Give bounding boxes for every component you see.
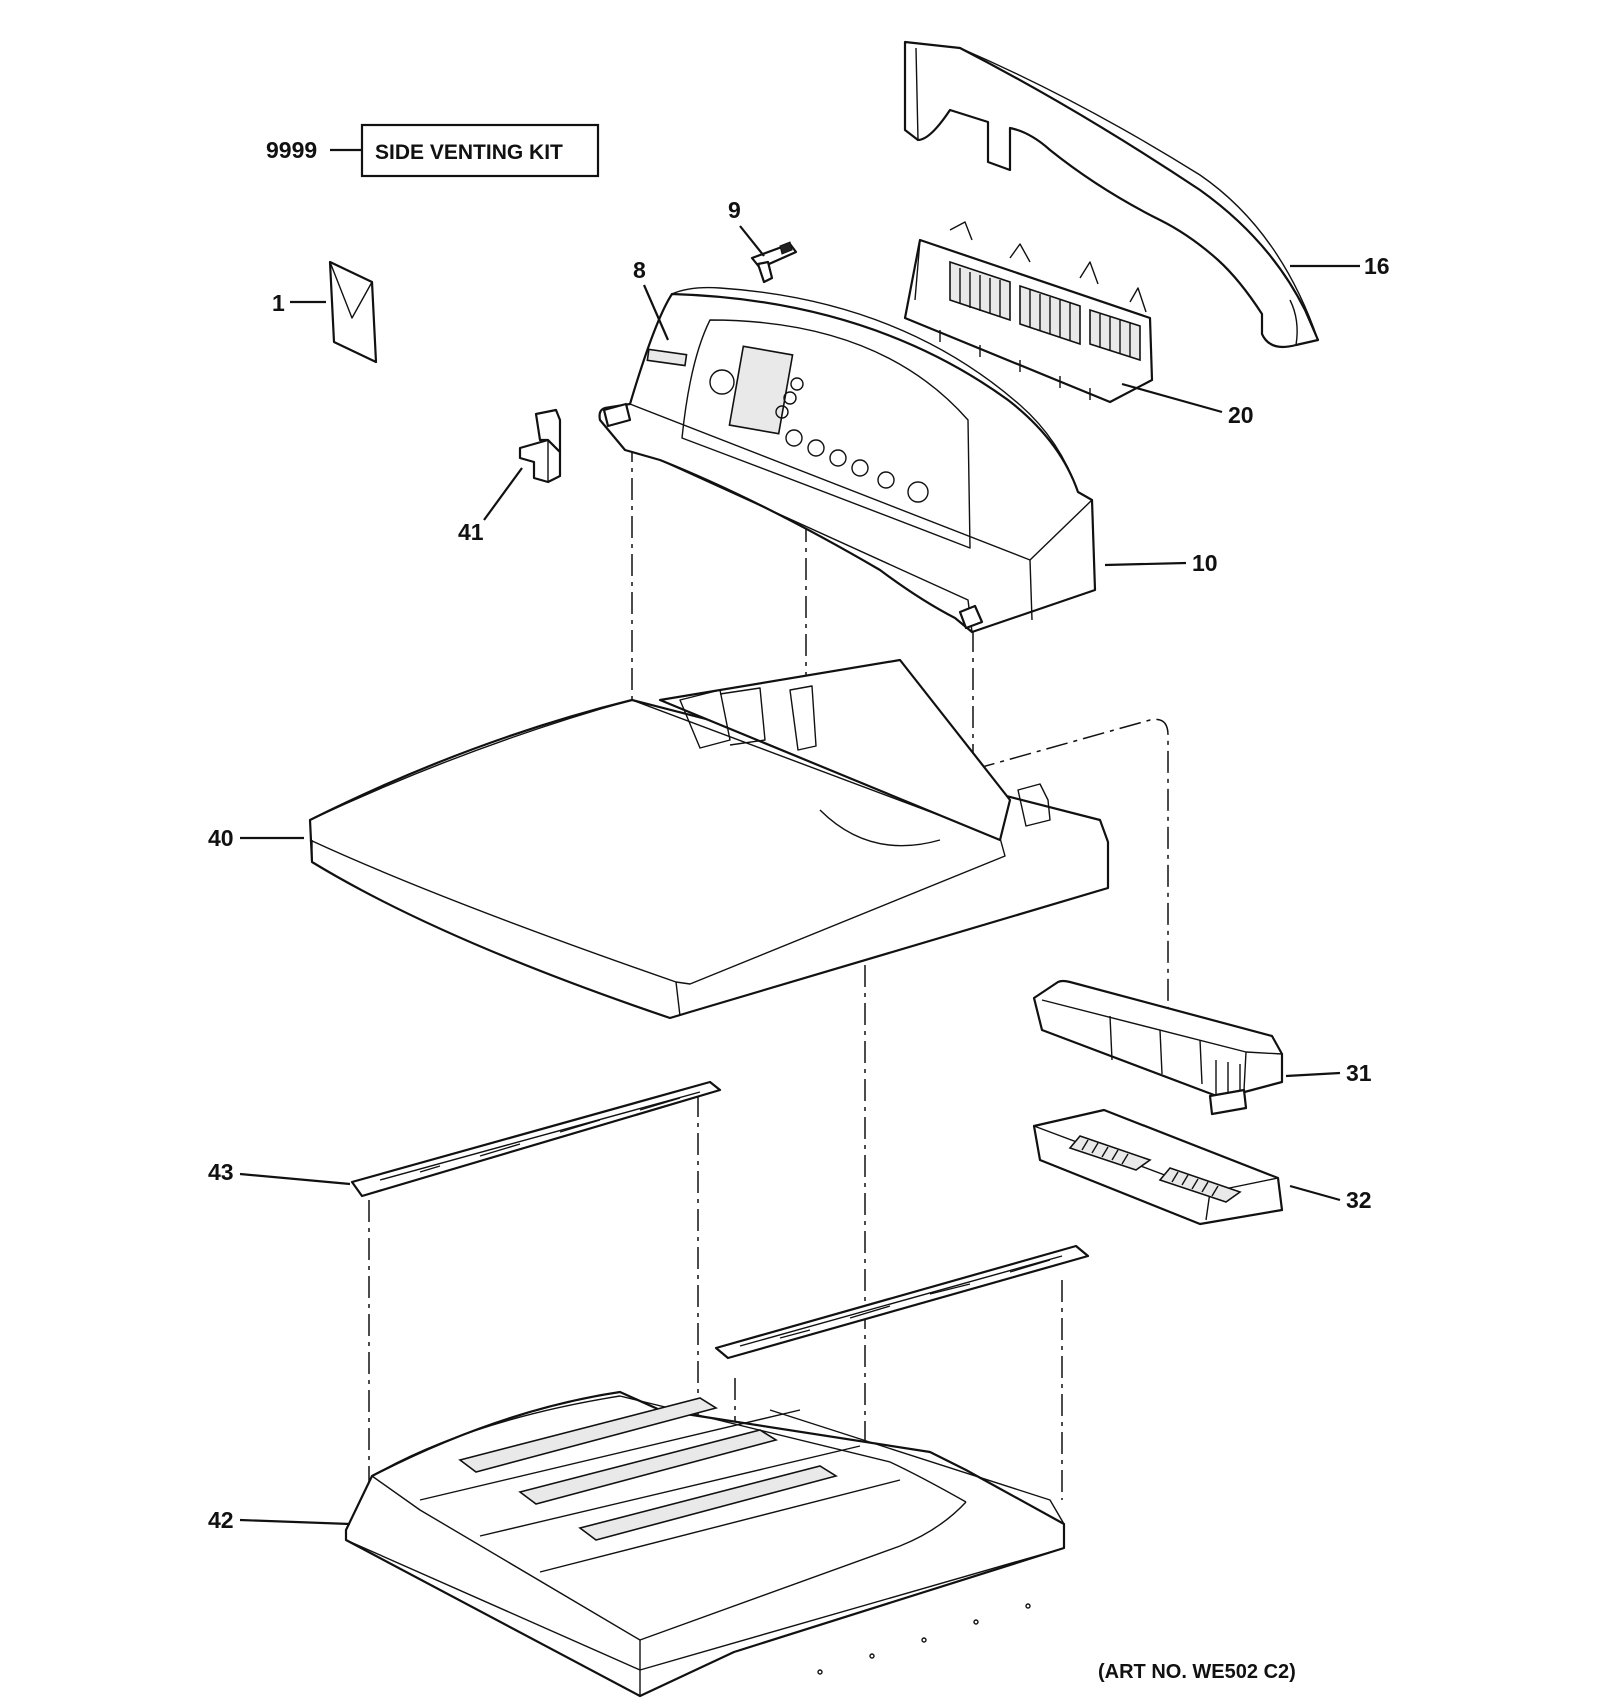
part-31-module: 31 <box>1032 979 1372 1116</box>
callout-8: 8 <box>633 257 646 283</box>
kit-number: 9999 <box>266 137 317 163</box>
part-1-envelope: 1 <box>272 260 378 364</box>
callout-9: 9 <box>728 197 741 223</box>
kit-label: SIDE VENTING KIT <box>375 141 563 164</box>
part-10-control-panel: 8 10 <box>598 257 1218 634</box>
callout-1: 1 <box>272 290 285 316</box>
callout-32: 32 <box>1346 1187 1372 1213</box>
part-43-strip-upper: 43 <box>208 1080 722 1198</box>
callout-41: 41 <box>458 519 484 545</box>
part-16-duct: 16 <box>903 40 1390 349</box>
callout-16: 16 <box>1364 253 1390 279</box>
part-41-bracket: 41 <box>458 408 562 545</box>
art-number: (ART NO. WE502 C2) <box>1098 1661 1296 1683</box>
part-9-sensor: 9 <box>728 197 798 284</box>
callout-43: 43 <box>208 1159 234 1185</box>
callout-20: 20 <box>1228 402 1254 428</box>
part-20-control-board: 20 <box>903 221 1254 428</box>
callout-10: 10 <box>1192 550 1218 576</box>
part-43-strip-lower <box>714 1244 1090 1360</box>
callout-31: 31 <box>1346 1060 1372 1086</box>
side-venting-kit: 9999 SIDE VENTING KIT <box>266 123 600 178</box>
part-40-main-top: 40 <box>208 658 1110 1020</box>
kit-box <box>360 123 600 178</box>
callout-40: 40 <box>208 825 234 851</box>
callout-42: 42 <box>208 1507 234 1533</box>
part-42-base: 42 <box>208 1390 1066 1698</box>
part-32-tray: 32 <box>1032 1108 1372 1226</box>
